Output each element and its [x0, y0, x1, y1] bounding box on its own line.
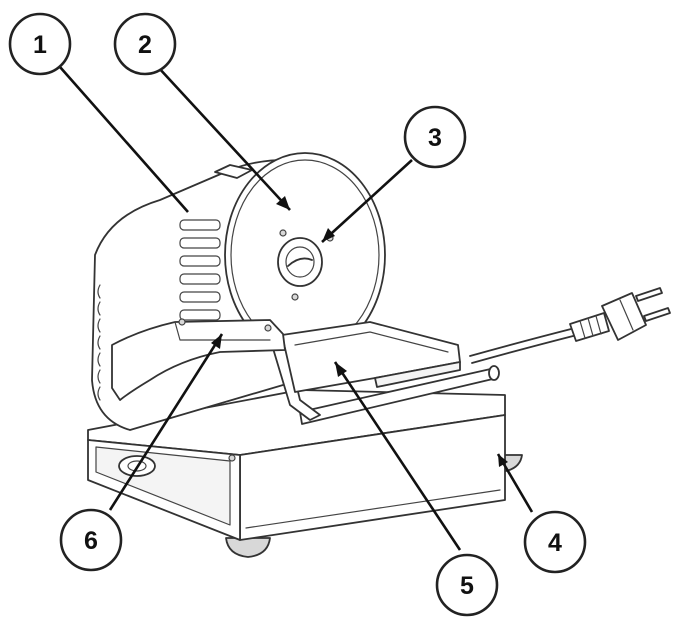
callout-label-1: 1: [33, 31, 47, 59]
callout-label-5: 5: [460, 572, 474, 600]
food-carriage: [269, 321, 461, 421]
power-cord: [469, 287, 671, 364]
leader-arrow-2: [276, 196, 290, 210]
callout-3: 3: [403, 105, 467, 169]
leader-line-5: [333, 361, 462, 551]
leader-arrow-4: [498, 454, 508, 467]
slicer-base: [87, 389, 523, 558]
callout-label-3: 3: [428, 124, 442, 152]
leader-lines: [59, 66, 534, 551]
callout-label-6: 6: [84, 527, 98, 555]
leader-line-6: [108, 333, 224, 511]
callout-6: 6: [59, 508, 123, 572]
leader-arrow-5: [335, 362, 347, 377]
callout-label-4: 4: [548, 529, 562, 557]
leader-line-1: [59, 66, 189, 213]
leader-line-2: [157, 66, 291, 211]
leader-line-3: [321, 159, 413, 243]
food-pusher: [111, 318, 286, 401]
callout-5: 5: [435, 553, 499, 617]
callout-1: 1: [8, 12, 72, 76]
sliding-rail: [299, 365, 500, 425]
callout-4: 4: [523, 510, 587, 574]
leader-arrow-3: [322, 228, 335, 242]
callout-2: 2: [113, 12, 177, 76]
callout-label-2: 2: [138, 31, 152, 59]
leader-arrow-6: [211, 334, 222, 349]
